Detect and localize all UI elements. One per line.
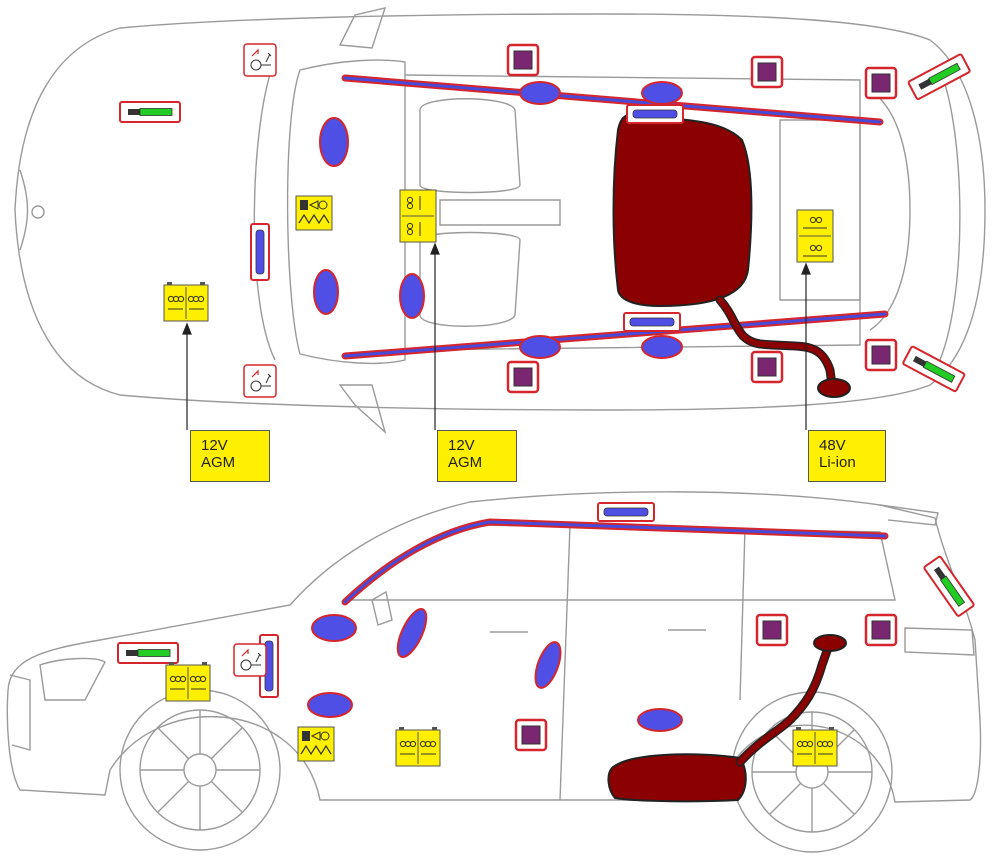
rear-wheel bbox=[731, 691, 893, 853]
battery-label-voltage: 48V bbox=[819, 437, 846, 454]
top-view-windshield bbox=[286, 59, 406, 365]
top-view-console bbox=[439, 199, 561, 226]
side-view-rear-spoiler bbox=[879, 504, 939, 526]
airbag-icon bbox=[641, 81, 683, 105]
airbag-icon bbox=[307, 692, 353, 718]
airbag-icon bbox=[396, 608, 428, 658]
airbag-icon bbox=[641, 335, 683, 359]
airbag-icon bbox=[313, 269, 339, 315]
side-view-body-outline bbox=[6, 491, 982, 803]
battery-label-type: Li-ion bbox=[819, 454, 856, 471]
gas-strut-icon bbox=[907, 52, 972, 101]
side-view-grille bbox=[9, 674, 31, 751]
hood-lifter-icon bbox=[233, 643, 267, 677]
top-view-rear-bumper bbox=[939, 69, 961, 361]
crash-sensor-icon bbox=[864, 338, 898, 372]
top-view-front-seat-left bbox=[419, 98, 521, 194]
fuel-tank-icon bbox=[612, 113, 753, 308]
fuel-tank-icon bbox=[607, 753, 747, 803]
top-view-star-emblem bbox=[31, 205, 45, 219]
crash-sensor-icon bbox=[750, 55, 784, 89]
airbag-icon bbox=[319, 117, 349, 167]
front-wheel bbox=[119, 689, 281, 851]
crash-sensor-icon bbox=[864, 66, 898, 100]
gas-strut-icon bbox=[901, 345, 966, 393]
pretensioner-icon bbox=[623, 312, 681, 332]
airbag-icon bbox=[519, 81, 561, 105]
battery-label-type: AGM bbox=[448, 454, 483, 471]
battery-icon bbox=[395, 726, 441, 767]
battery-icon bbox=[163, 281, 209, 322]
pretensioner-icon bbox=[250, 223, 270, 281]
top-view-grille bbox=[19, 169, 29, 251]
battery-label-type: AGM bbox=[201, 454, 236, 471]
airbag-icon bbox=[399, 273, 425, 319]
battery-label-voltage: 12V bbox=[201, 437, 228, 454]
top-view bbox=[14, 7, 986, 435]
battery-icon bbox=[796, 209, 834, 263]
top-view-front-seat-right bbox=[419, 231, 521, 327]
gas-strut-icon bbox=[119, 101, 181, 123]
airbag-icon bbox=[534, 641, 562, 689]
high-voltage-module-icon bbox=[297, 726, 335, 762]
hood-lifter-icon bbox=[243, 43, 277, 77]
airbag-icon bbox=[311, 614, 357, 642]
crash-sensor-icon bbox=[506, 43, 540, 77]
battery-label-front: 12V AGM bbox=[190, 430, 270, 482]
hood-lifter-icon bbox=[243, 364, 277, 398]
airbag-icon bbox=[519, 335, 561, 359]
top-view-mirror-right bbox=[338, 384, 387, 435]
pretensioner-icon bbox=[597, 502, 655, 522]
battery-icon bbox=[399, 189, 437, 243]
fuel-filler-cap-top bbox=[817, 378, 851, 398]
airbag-icon bbox=[637, 708, 683, 732]
crash-sensor-icon bbox=[755, 613, 789, 647]
battery-icon bbox=[792, 726, 838, 767]
battery-label-rear: 48V Li-ion bbox=[808, 430, 886, 482]
battery-icon bbox=[165, 661, 211, 702]
pretensioner-icon bbox=[626, 104, 684, 124]
gas-strut-icon bbox=[117, 642, 179, 664]
side-view-mirror bbox=[371, 590, 393, 626]
battery-label-voltage: 12V bbox=[448, 437, 475, 454]
side-view-headlight bbox=[39, 657, 106, 701]
top-view-body-outline bbox=[14, 13, 986, 411]
crash-sensor-icon bbox=[506, 360, 540, 394]
crash-sensor-icon bbox=[514, 718, 548, 752]
airbags-top-view bbox=[313, 81, 683, 359]
airbags-side-view bbox=[307, 608, 683, 732]
top-view-hood-line bbox=[253, 59, 276, 361]
top-view-rear-window bbox=[869, 89, 911, 331]
fuel-filler-cap-side bbox=[813, 634, 847, 652]
side-view-taillight bbox=[904, 627, 975, 656]
high-voltage-module-icon bbox=[295, 195, 333, 231]
battery-label-center: 12V AGM bbox=[437, 430, 517, 482]
top-view-mirror-left bbox=[338, 7, 387, 49]
crash-sensor-icon bbox=[750, 350, 784, 384]
crash-sensor-icon bbox=[864, 613, 898, 647]
